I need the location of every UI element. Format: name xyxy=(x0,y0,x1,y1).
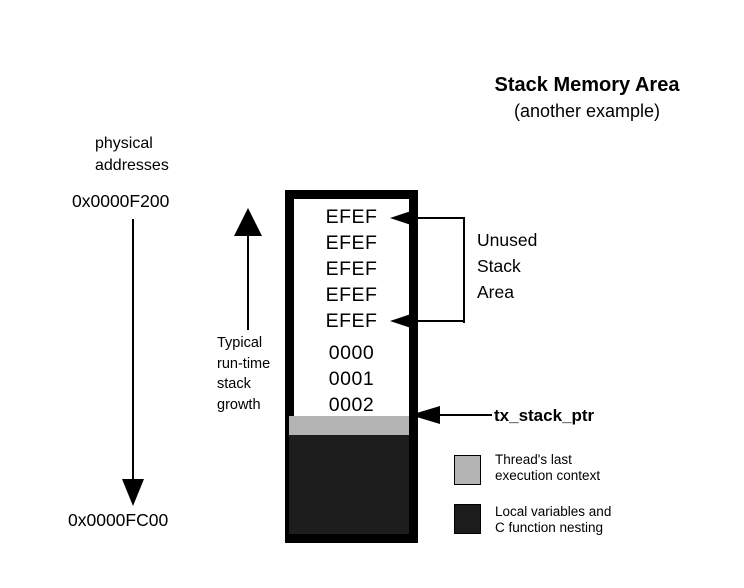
left-arrow-icon xyxy=(390,210,414,226)
stack-value-unused: EFEF xyxy=(325,284,378,306)
stack-memory-box: EFEF EFEF EFEF EFEF EFEF 0000 0001 0002 xyxy=(285,190,418,543)
unused-stack-area-label-line2: Stack xyxy=(477,256,521,276)
growth-arrow-line xyxy=(247,235,249,330)
address-range-arrow-line xyxy=(132,219,134,480)
legend-thread-context-label-line2: execution context xyxy=(495,468,601,483)
physical-addresses-label: physical addresses xyxy=(95,133,169,177)
stack-value-unused: EFEF xyxy=(325,232,378,254)
unused-stack-area-label: Unused Stack Area xyxy=(477,227,537,305)
legend-thread-context-label-line1: Thread's last xyxy=(495,452,572,467)
stack-value-context: 0000 xyxy=(328,342,375,364)
stack-growth-label-line3: stack xyxy=(217,376,251,392)
stack-ptr-label: tx_stack_ptr xyxy=(494,406,595,425)
left-arrow-icon xyxy=(410,406,440,424)
legend-local-variables-label: Local variables and C function nesting xyxy=(495,504,611,536)
stack-growth-label-line2: run-time xyxy=(217,355,271,372)
address-bottom-value: 0x0000FC00 xyxy=(68,510,169,530)
stack-value-unused: EFEF xyxy=(325,206,378,228)
unused-bracket-bottom-line xyxy=(411,320,465,322)
legend-local-variables-swatch xyxy=(454,504,481,534)
stack-growth-label-line4: growth xyxy=(217,396,261,413)
stack-values: EFEF EFEF EFEF EFEF EFEF 0000 0001 0002 xyxy=(294,199,409,418)
stack-value-unused: EFEF xyxy=(325,310,378,332)
left-arrow-icon xyxy=(390,313,414,329)
stack-growth-label: Typical run-time stack growth xyxy=(217,333,270,415)
stack-value-unused: EFEF xyxy=(325,258,378,280)
title-block: Stack Memory Area (another example) xyxy=(427,72,744,125)
local-variables-fill xyxy=(289,435,409,534)
down-arrow-icon xyxy=(122,479,144,506)
unused-stack-area-label-line1: Unused xyxy=(477,230,538,250)
legend-local-variables-label-line2: C function nesting xyxy=(495,520,604,535)
unused-bracket-vertical-line xyxy=(463,217,465,323)
page-title: Stack Memory Area xyxy=(494,74,680,96)
legend-local-variables-label-line1: Local variables and xyxy=(495,504,612,519)
stack-value-context: 0001 xyxy=(328,368,375,390)
unused-bracket-top-line xyxy=(411,217,465,219)
legend-thread-context-label: Thread's last execution context xyxy=(495,452,600,484)
unused-stack-area-label-line3: Area xyxy=(477,282,514,302)
stack-growth-label-line1: Typical xyxy=(217,335,263,351)
stack-ptr-arrow-line xyxy=(439,414,492,416)
address-top-value: 0x0000F200 xyxy=(72,191,170,211)
physical-addresses-label-line1: physical xyxy=(95,135,153,152)
up-arrow-icon xyxy=(234,208,262,236)
legend-thread-context-swatch xyxy=(454,455,481,485)
stack-value-context: 0002 xyxy=(328,394,375,416)
thread-context-band xyxy=(289,416,409,435)
page-subtitle: (another example) xyxy=(513,101,661,121)
physical-addresses-label-line2: addresses xyxy=(95,157,169,174)
